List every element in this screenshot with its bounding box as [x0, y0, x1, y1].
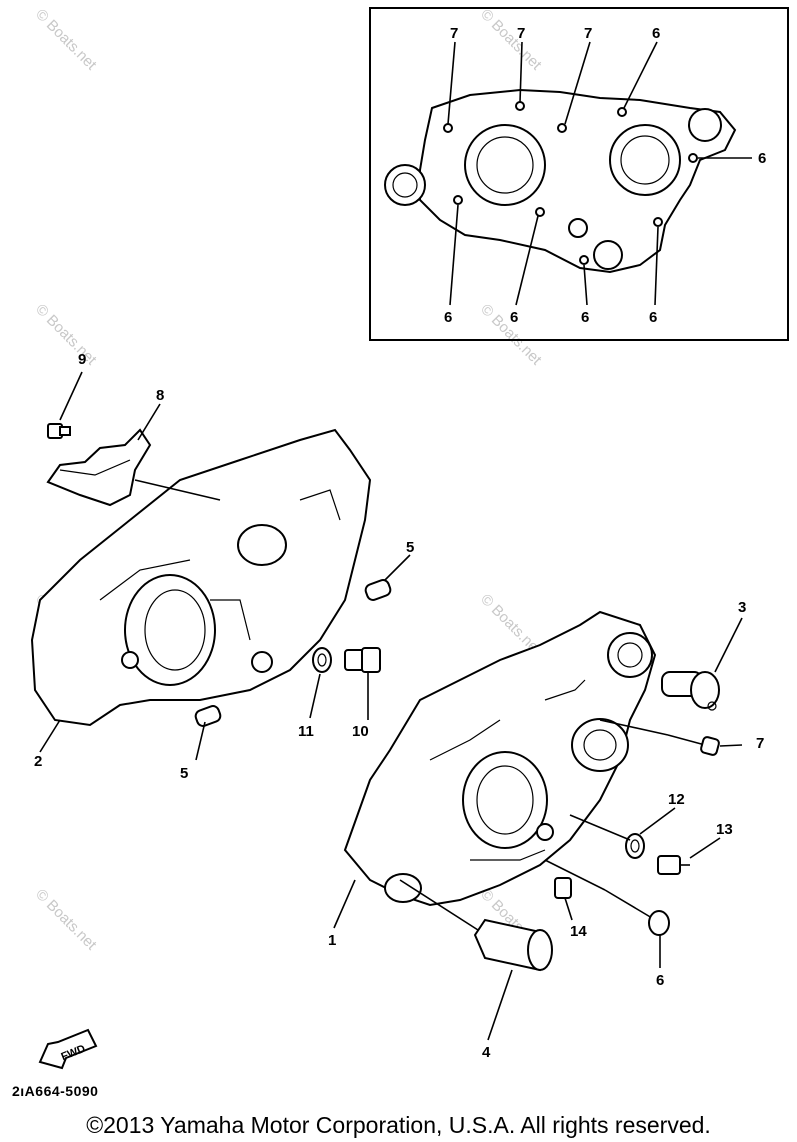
copyright-notice: ©2013 Yamaha Motor Corporation, U.S.A. A… [86, 1112, 711, 1138]
left-crankcase [30, 428, 372, 727]
callout-1: 1 [328, 932, 336, 949]
drain-plug-part-10 [344, 647, 381, 720]
left-crankcase-bearing [237, 524, 287, 566]
leader-part-1 [333, 879, 356, 929]
callout-6: 6 [652, 25, 660, 42]
left-crankcase-hole [251, 651, 273, 673]
right-crankcase-front-boss [384, 873, 422, 903]
callout-6: 6 [758, 150, 766, 167]
fwd-arrow-icon: FWD [38, 1028, 98, 1070]
inset-right-boss [688, 108, 722, 142]
inset-small-bearing-2 [568, 218, 588, 238]
inset-crankcase-outline [419, 88, 737, 274]
washer-part-11 [309, 647, 332, 719]
callout-13: 13 [716, 821, 733, 838]
washer-part-12 [569, 807, 676, 859]
watermark: © Boats.net [32, 886, 100, 954]
inset-view: 7 7 7 6 6 6 6 6 6 [369, 7, 789, 341]
callout-9: 9 [78, 351, 86, 368]
callout-2: 2 [34, 753, 42, 770]
bolt-part-13 [657, 837, 721, 875]
inset-main-bearing-left-inner [476, 136, 534, 194]
callout-6: 6 [444, 309, 452, 326]
collar-part-3 [661, 617, 743, 711]
right-crankcase-bore [462, 751, 548, 849]
right-crankcase-bearing-inner [583, 729, 617, 761]
left-crankcase-bore [124, 574, 216, 686]
callout-7: 7 [517, 25, 525, 42]
callout-14: 14 [570, 923, 587, 940]
callout-7: 7 [756, 735, 764, 752]
diagram-code: 2ıA664-5090 [12, 1083, 99, 1099]
callout-7: 7 [584, 25, 592, 42]
leader-part-2 [39, 719, 61, 753]
callout-12: 12 [668, 791, 685, 808]
left-crankcase-hole-2 [121, 651, 139, 669]
inset-main-bearing-right [609, 124, 681, 196]
bolt-part-9 [47, 371, 83, 439]
callout-3: 3 [738, 599, 746, 616]
right-crankcase-bore-inner [476, 765, 534, 835]
inset-left-boss [384, 164, 426, 206]
watermark: © Boats.net [32, 301, 100, 369]
left-crankcase-rib [99, 489, 341, 641]
right-crankcase-bearing [571, 718, 629, 772]
callout-6: 6 [581, 309, 589, 326]
right-crankcase-rib [429, 679, 586, 861]
callout-11: 11 [298, 723, 314, 740]
callout-6: 6 [656, 972, 664, 989]
main-callouts: 1 2 3 4 5 5 6 7 8 9 10 11 12 13 14 [34, 351, 764, 1061]
right-crankcase-boss [607, 632, 653, 678]
inset-leaders [447, 41, 752, 306]
dowel-pin-part-5-upper [364, 554, 411, 601]
inset-small-bearing [593, 240, 623, 270]
right-crankcase-boss-inner [617, 642, 643, 668]
left-crankcase-bore-inner [144, 589, 206, 671]
callout-8: 8 [156, 387, 164, 404]
collar-part-4 [399, 879, 553, 1041]
inset-frame [369, 7, 789, 341]
bracket-part-8 [46, 403, 221, 507]
inset-main-bearing-right-inner [620, 135, 670, 185]
callout-7: 7 [450, 25, 458, 42]
callout-6: 6 [510, 309, 518, 326]
nut-part-14 [554, 877, 573, 921]
right-crankcase [343, 610, 657, 907]
inset-left-boss-inner [392, 172, 418, 198]
screw-part-7 [599, 719, 743, 756]
callout-6: 6 [649, 309, 657, 326]
dowel-pin-part-5-lower [194, 705, 222, 761]
callout-10: 10 [352, 723, 369, 740]
callout-5: 5 [406, 539, 414, 556]
callout-5: 5 [180, 765, 188, 782]
watermark: © Boats.net [477, 6, 545, 74]
bolt-part-6 [544, 859, 670, 968]
right-crankcase-hole [536, 823, 554, 841]
callout-4: 4 [482, 1044, 491, 1061]
left-crankcase-outline [30, 428, 372, 727]
watermark: © Boats.net [32, 6, 100, 74]
